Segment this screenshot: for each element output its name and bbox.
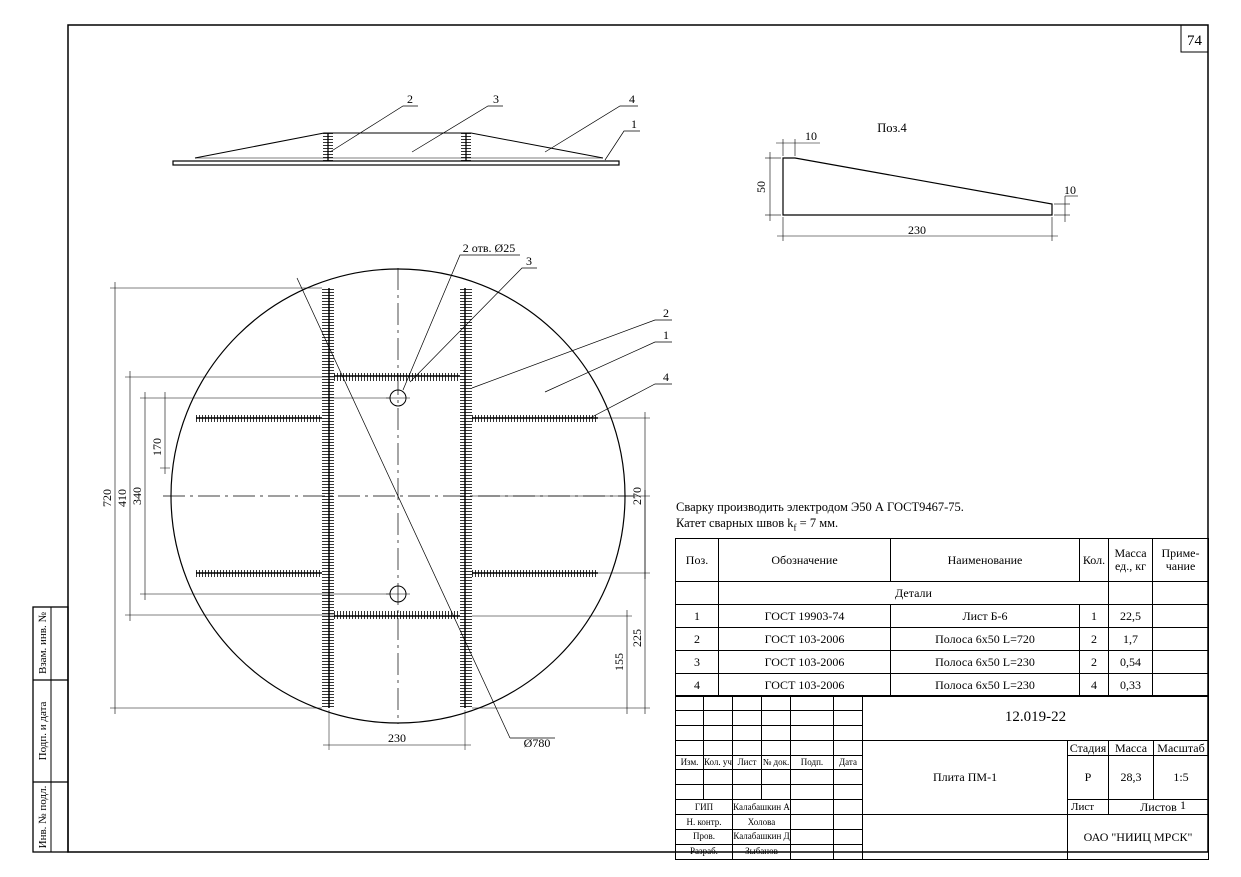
scale-value: 1:5	[1153, 754, 1209, 801]
plan-leader-4: 4	[663, 370, 669, 384]
spec-header-note: Приме-чание	[1152, 538, 1209, 582]
spec-cell: Полоса 6х50 L=230	[890, 650, 1080, 674]
table-row: 1 ГОСТ 19903-74 Лист Б-6 1 22,5	[675, 604, 1209, 628]
detail-dim-top: 10	[805, 129, 817, 143]
sheets-count: 1	[1180, 798, 1186, 812]
stage-label: Стадия	[1067, 739, 1109, 756]
spec-cell: 22,5	[1108, 604, 1153, 628]
plan-leader-3: 3	[526, 254, 532, 268]
table-row: 3 ГОСТ 103-2006 Полоса 6х50 L=230 2 0,54	[675, 650, 1209, 674]
mass-value: 28,3	[1108, 754, 1154, 801]
signer-name: Калабашкин Д	[732, 829, 791, 845]
detail-dim-length: 230	[908, 223, 926, 237]
note-electrode: Сварку производить электродом Э50 А ГОСТ…	[676, 500, 964, 514]
spec-cell: 3	[675, 650, 719, 674]
sheet-number: 74	[1187, 33, 1203, 49]
stamp-replaced-inv: Взам. инв. №	[37, 612, 49, 674]
spec-cell: ГОСТ 19903-74	[718, 604, 891, 628]
col-header-change: Изм.	[675, 754, 704, 771]
detail-title: Поз.4	[877, 121, 907, 135]
sheet-label: Лист	[1067, 799, 1109, 816]
spec-cell: 1,7	[1108, 627, 1153, 651]
dim-230: 230	[388, 731, 406, 745]
detail-dim-height: 50	[754, 181, 768, 193]
spec-cell	[1152, 673, 1209, 697]
spec-cell: Лист Б-6	[890, 604, 1080, 628]
spec-cell: ГОСТ 103-2006	[718, 673, 891, 697]
col-header-sign: Подп.	[790, 754, 834, 771]
col-header-doc: № док.	[761, 754, 791, 771]
mass-label: Масса	[1108, 739, 1154, 756]
stamp-inv-no: Инв. № подл.	[37, 785, 49, 848]
side-leader-2: 2	[407, 92, 413, 106]
dim-diameter: Ø780	[524, 736, 551, 750]
side-leader-1: 1	[631, 117, 637, 131]
spec-header-designation: Обозначение	[718, 538, 891, 582]
specification-table: Поз. Обозначение Наименование Кол. Масса…	[675, 538, 1209, 697]
spec-cell	[1152, 627, 1209, 651]
doc-code: 12.019-22	[862, 695, 1209, 741]
col-header-date: Дата	[833, 754, 863, 771]
spec-cell: 0,33	[1108, 673, 1153, 697]
spec-header-mass: Масса ед., кг	[1108, 538, 1153, 582]
col-header-qty: Кол. уч.	[703, 754, 733, 771]
side-stamp: Инв. № подл. Подп. и дата Взам. инв. №	[32, 606, 69, 853]
sheet-number-box	[1180, 24, 1209, 53]
dim-225: 225	[630, 629, 644, 647]
side-leader-4: 4	[629, 92, 635, 106]
hole-label: 2 отв. Ø25	[463, 241, 515, 255]
detail-dim-end: 10	[1064, 183, 1076, 197]
plan-leader-1: 1	[663, 328, 669, 342]
spec-header-pos: Поз.	[675, 538, 719, 582]
signer-name: Калабашкин А	[732, 799, 791, 816]
signer-role: Пров.	[675, 829, 733, 845]
spec-cell: 2	[675, 627, 719, 651]
spec-cell: 4	[1079, 673, 1109, 697]
sheet-frame	[67, 24, 1209, 853]
side-leader-3: 3	[493, 92, 499, 106]
spec-cell: ГОСТ 103-2006	[718, 650, 891, 674]
dim-720: 720	[100, 489, 114, 507]
plan-leader-2: 2	[663, 306, 669, 320]
dim-340: 340	[130, 487, 144, 505]
signer-role: ГИП	[675, 799, 733, 816]
detail-part-4	[765, 139, 1078, 241]
spec-cell: 2	[1079, 627, 1109, 651]
signer-role: Н. контр.	[675, 814, 733, 831]
spec-cell: 4	[675, 673, 719, 697]
spec-cell: 1	[1079, 604, 1109, 628]
spec-cell: ГОСТ 103-2006	[718, 627, 891, 651]
dim-170: 170	[150, 438, 164, 456]
dim-410: 410	[115, 489, 129, 507]
signer-role: Разраб.	[675, 843, 733, 860]
spec-cell: Полоса 6х50 L=230	[890, 673, 1080, 697]
spec-cell: 2	[1079, 650, 1109, 674]
stamp-sign-date: Подп. и дата	[37, 702, 49, 761]
signer-name: Зыбанов	[732, 843, 791, 860]
stage-value: Р	[1067, 754, 1109, 801]
spec-cell	[1152, 650, 1209, 674]
dim-270: 270	[630, 487, 644, 505]
sheets-label: Листов	[1108, 799, 1209, 816]
spec-header-qty: Кол.	[1079, 538, 1109, 582]
table-row: 2 ГОСТ 103-2006 Полоса 6х50 L=720 2 1,7	[675, 627, 1209, 651]
spec-cell	[1152, 604, 1209, 628]
dim-155: 155	[612, 653, 626, 671]
spec-section: Детали	[718, 581, 1109, 605]
object-name: Плита ПМ-1	[862, 739, 1068, 816]
spec-cell: 1	[675, 604, 719, 628]
signer-name: Холова	[732, 814, 791, 831]
organization: ОАО "НИИЦ МРСК"	[1067, 814, 1209, 860]
col-header-sheet: Лист	[732, 754, 762, 771]
spec-cell: 0,54	[1108, 650, 1153, 674]
spec-cell: Полоса 6х50 L=720	[890, 627, 1080, 651]
spec-header-name: Наименование	[890, 538, 1080, 582]
scale-label: Масштаб	[1153, 739, 1209, 756]
side-view	[172, 105, 640, 166]
title-block: 12.019-22 Плита ПМ-1 Стадия Масса Масшта…	[675, 695, 1209, 860]
table-row: 4 ГОСТ 103-2006 Полоса 6х50 L=230 4 0,33	[675, 673, 1209, 697]
note-weld-leg: Катет сварных швов kf = 7 мм.	[676, 516, 839, 533]
plan-view	[110, 254, 672, 750]
